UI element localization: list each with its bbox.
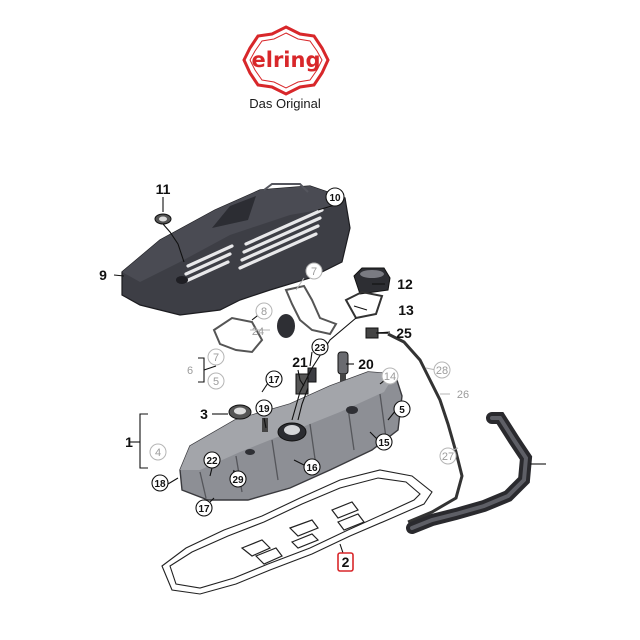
callout-2: 2 [342, 554, 350, 570]
valve-cover-gasket [161, 469, 433, 595]
callout-labels: 11 10 9 7 12 13 8 24 25 23 21 20 7 6 5 2… [99, 181, 469, 572]
callout-28: 28 [436, 365, 448, 377]
brand-tagline: Das Original [249, 96, 321, 111]
callout-4: 4 [155, 447, 161, 459]
callout-25: 25 [396, 325, 412, 341]
callout-9: 9 [99, 267, 107, 283]
callout-12: 12 [397, 276, 413, 292]
filler-cap-part-12 [353, 267, 391, 295]
callout-29: 29 [232, 475, 244, 486]
callout-17-lower: 17 [198, 504, 210, 515]
callout-7-top: 7 [311, 266, 317, 278]
callout-22: 22 [206, 456, 218, 467]
callout-20: 20 [358, 356, 374, 372]
callout-18: 18 [154, 479, 166, 490]
callout-27: 27 [442, 451, 454, 463]
leader-lines [113, 197, 459, 563]
callout-13: 13 [398, 302, 414, 318]
callout-11: 11 [156, 181, 171, 197]
callout-14: 14 [384, 371, 396, 383]
pipe-part-27 [406, 412, 533, 534]
callout-5-grey: 5 [213, 376, 219, 388]
callout-19: 19 [258, 404, 270, 415]
breather-hose-part-26 [387, 332, 464, 524]
seal-part-13 [344, 290, 384, 320]
callout-3: 3 [200, 406, 208, 422]
brand-logo-text: elring [252, 48, 321, 72]
callout-8: 8 [261, 306, 267, 318]
cap-part-24 [277, 314, 295, 338]
callout-10: 10 [329, 193, 341, 204]
bolt-part-11 [154, 213, 172, 225]
callout-26: 26 [457, 389, 469, 401]
callout-7-left: 7 [213, 352, 219, 364]
cover-gasket-bracket [212, 284, 338, 354]
callout-5: 5 [399, 405, 405, 416]
callout-21: 21 [292, 354, 308, 370]
callout-16: 16 [306, 463, 318, 474]
callout-24: 24 [252, 326, 264, 338]
engine-cover [121, 183, 351, 316]
callout-23: 23 [314, 343, 326, 354]
valve-part-20 [337, 351, 349, 382]
brand-logo: elring [242, 25, 330, 96]
seal-ring-part-3 [228, 404, 252, 420]
callout-1: 1 [125, 434, 133, 450]
callout-17-upper: 17 [268, 375, 280, 386]
callout-15: 15 [378, 438, 390, 449]
callout-6: 6 [187, 365, 193, 377]
